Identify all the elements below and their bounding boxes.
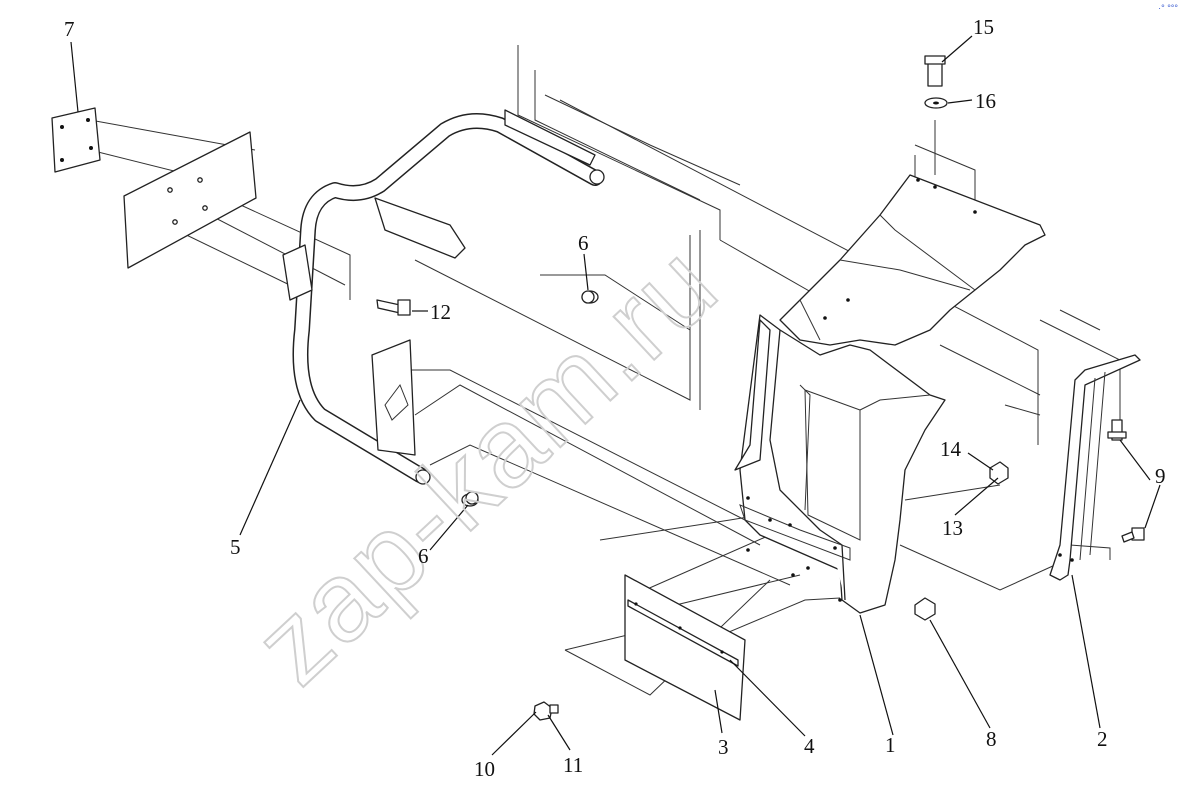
callout-9: 9 bbox=[1155, 464, 1166, 488]
callout-2: 2 bbox=[1097, 727, 1108, 751]
part-14-nut bbox=[989, 461, 1009, 485]
alignment-lines bbox=[89, 45, 1121, 696]
part-9-bolt-lower bbox=[1121, 527, 1145, 543]
part-15-bolt bbox=[924, 55, 946, 87]
callout-3: 3 bbox=[718, 735, 729, 759]
part-5-handrail bbox=[282, 109, 605, 485]
callout-11: 11 bbox=[563, 753, 583, 777]
part-4-trim-strip bbox=[627, 599, 739, 667]
callout-16: 16 bbox=[975, 89, 996, 113]
rear-panel bbox=[123, 131, 257, 269]
part-3-lower-panel bbox=[624, 574, 746, 721]
upper-roof-panel bbox=[779, 174, 1046, 346]
part-9-bolt-upper bbox=[1107, 419, 1127, 441]
part-7-mounting-plate bbox=[51, 107, 101, 173]
corner-mark: ·° °°° bbox=[1158, 3, 1178, 13]
callout-7: 7 bbox=[64, 17, 75, 41]
part-10-bolt bbox=[533, 701, 559, 721]
callout-labels: 1 2 3 4 5 6 6 7 8 9 10 11 12 13 14 15 16 bbox=[64, 15, 1166, 781]
callout-5: 5 bbox=[230, 535, 241, 559]
part-8-nut bbox=[914, 597, 936, 621]
leader-lines bbox=[70, 35, 1161, 756]
callout-6-lower: 6 bbox=[418, 544, 429, 568]
callout-8: 8 bbox=[986, 727, 997, 751]
callout-12: 12 bbox=[430, 300, 451, 324]
callout-15: 15 bbox=[973, 15, 994, 39]
part-12-bolt bbox=[376, 299, 411, 316]
callout-10: 10 bbox=[474, 757, 495, 781]
part-2-side-rail bbox=[1049, 354, 1141, 581]
part-16-washer bbox=[924, 97, 948, 109]
part-1-main-panel bbox=[734, 314, 946, 614]
callout-1: 1 bbox=[885, 733, 896, 757]
part-6-plug-lower bbox=[461, 491, 479, 507]
callout-6-upper: 6 bbox=[578, 231, 589, 255]
callout-4: 4 bbox=[804, 734, 815, 758]
callout-13: 13 bbox=[942, 516, 963, 540]
part-6-plug-upper bbox=[581, 290, 599, 304]
callout-14: 14 bbox=[940, 437, 962, 461]
